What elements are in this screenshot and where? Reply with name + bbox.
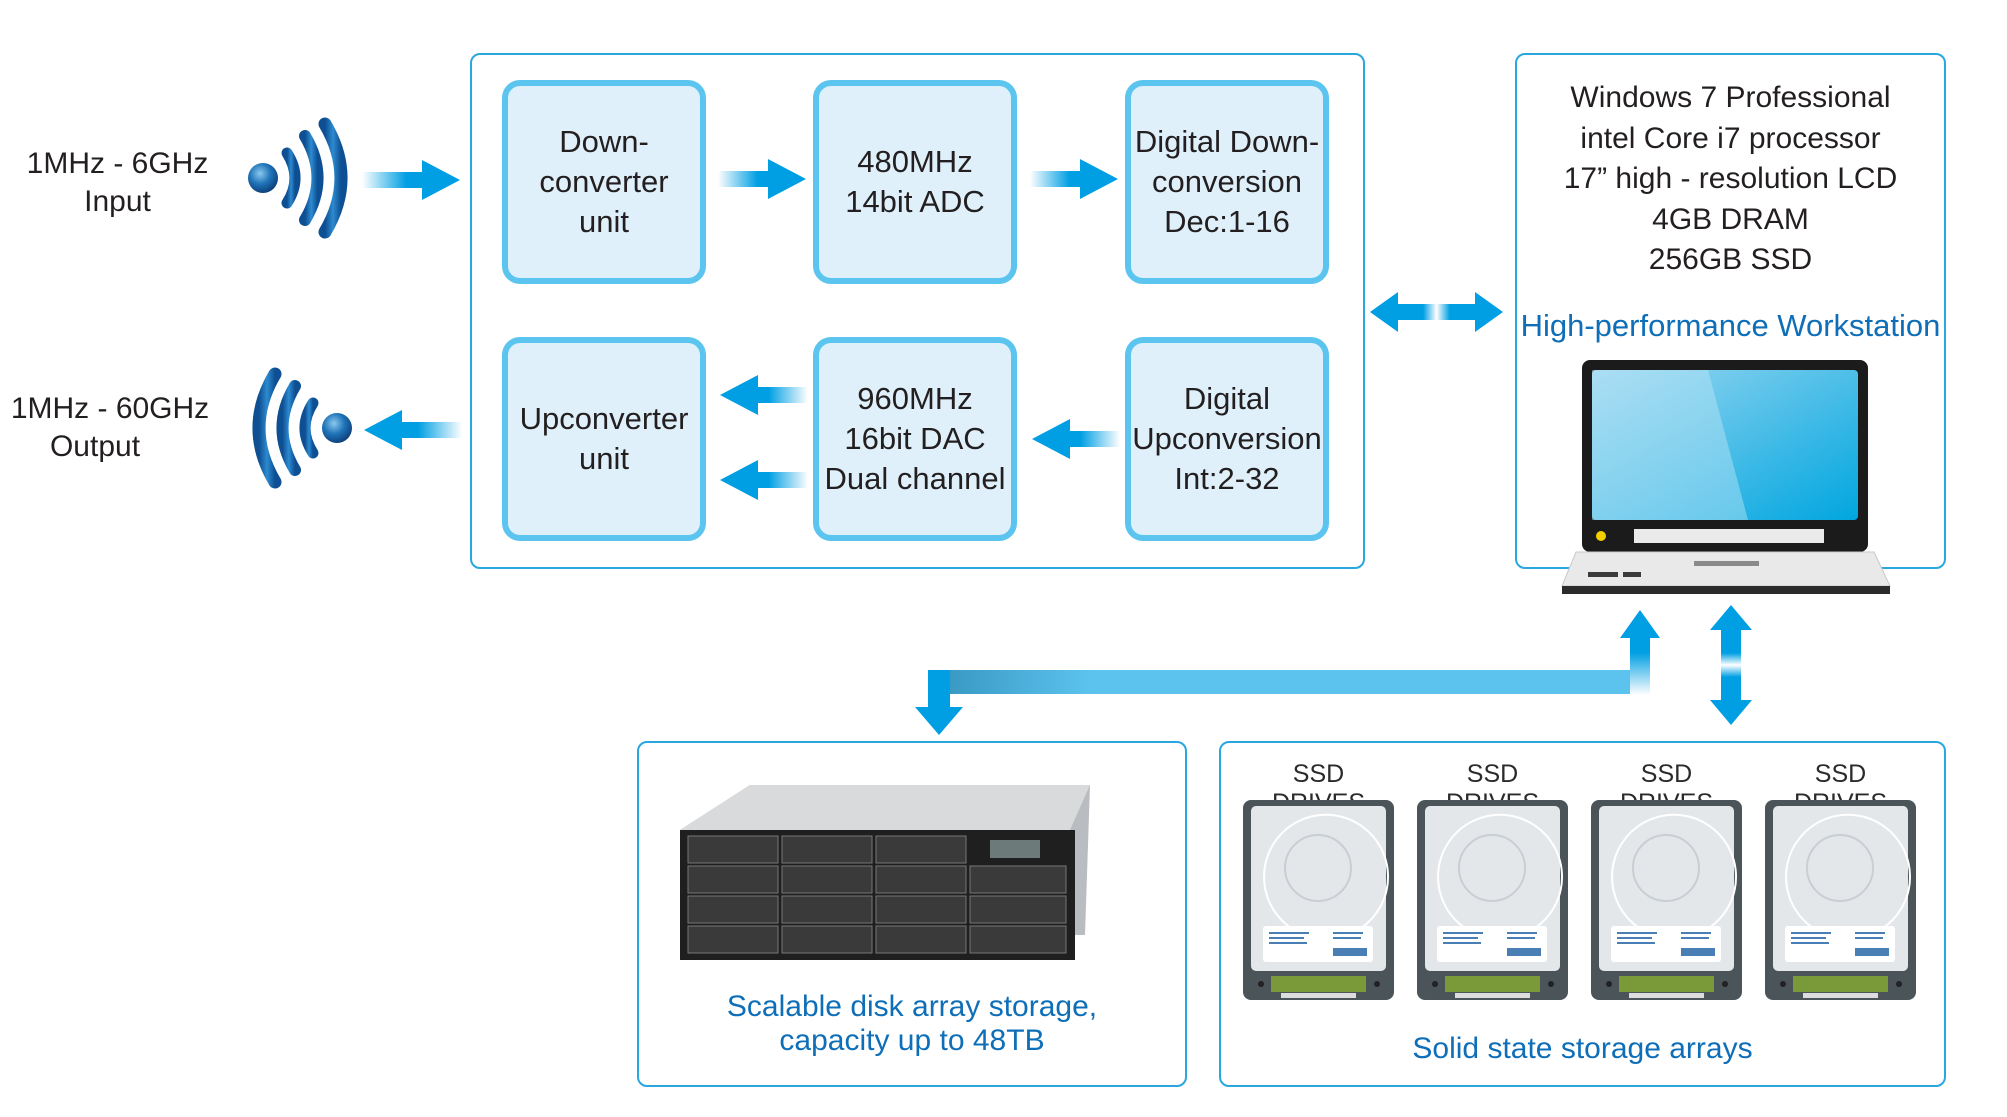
- storage-bus-arrow: [915, 670, 1650, 735]
- output-label: Output: [49, 430, 141, 463]
- adc-block: 480MHz 14bit ADC: [813, 80, 1017, 284]
- arrow-down-to-adc: [718, 159, 806, 199]
- spec-cpu: intel Core i7 processor: [1580, 121, 1881, 155]
- input-arrow: [362, 160, 460, 200]
- workstation-specs: Windows 7 Professional intel Core i7 pro…: [1515, 78, 1946, 281]
- arrow-duc-to-dac: [1032, 419, 1120, 459]
- input-freq-label: 1MHz - 6GHz: [26, 147, 209, 180]
- duc-block: Digital Upconversion Int:2-32: [1125, 337, 1329, 541]
- laptop-icon: [1561, 360, 1891, 594]
- wireless-output-icon: [252, 367, 352, 489]
- ssd-drive-icon: [1417, 800, 1568, 1000]
- arrow-dac-to-up-ch2: [720, 460, 808, 500]
- spec-dram: 4GB DRAM: [1652, 202, 1809, 236]
- disk-array-caption: Scalable disk array storage, capacity up…: [726, 990, 1098, 1057]
- wireless-input-icon: [248, 117, 348, 239]
- downconverter-block: Down- converter unit: [502, 80, 706, 284]
- dac-block: 960MHz 16bit DAC Dual channel: [813, 337, 1017, 541]
- ssd-drive-icon: [1765, 800, 1916, 1000]
- ssd-caption: Solid state storage arrays: [1412, 1032, 1753, 1065]
- input-label: Input: [84, 185, 151, 218]
- arrow-adc-to-ddc: [1030, 159, 1118, 199]
- spec-ssd: 256GB SSD: [1648, 243, 1813, 276]
- bidirectional-arrow: [1370, 292, 1503, 332]
- ssd-drive-icon: [1243, 800, 1394, 1000]
- bidirectional-vertical-arrow: [1710, 605, 1752, 725]
- upconverter-block: Upconverter unit: [502, 337, 706, 541]
- up-arrow-to-workstation: [1620, 610, 1660, 695]
- spec-lcd: 17” high - resolution LCD: [1563, 162, 1898, 195]
- output-freq-label: 1MHz - 60GHz: [10, 392, 210, 425]
- ssd-drive-icon: [1591, 800, 1742, 1000]
- workstation-title: High-performance Workstation: [1520, 308, 1941, 343]
- spec-os: Windows 7 Professional: [1570, 81, 1891, 114]
- output-arrow: [364, 410, 462, 450]
- ddc-block: Digital Down- conversion Dec:1-16: [1125, 80, 1329, 284]
- disk-array-image: [680, 785, 1090, 960]
- arrow-dac-to-up-ch1: [720, 375, 808, 415]
